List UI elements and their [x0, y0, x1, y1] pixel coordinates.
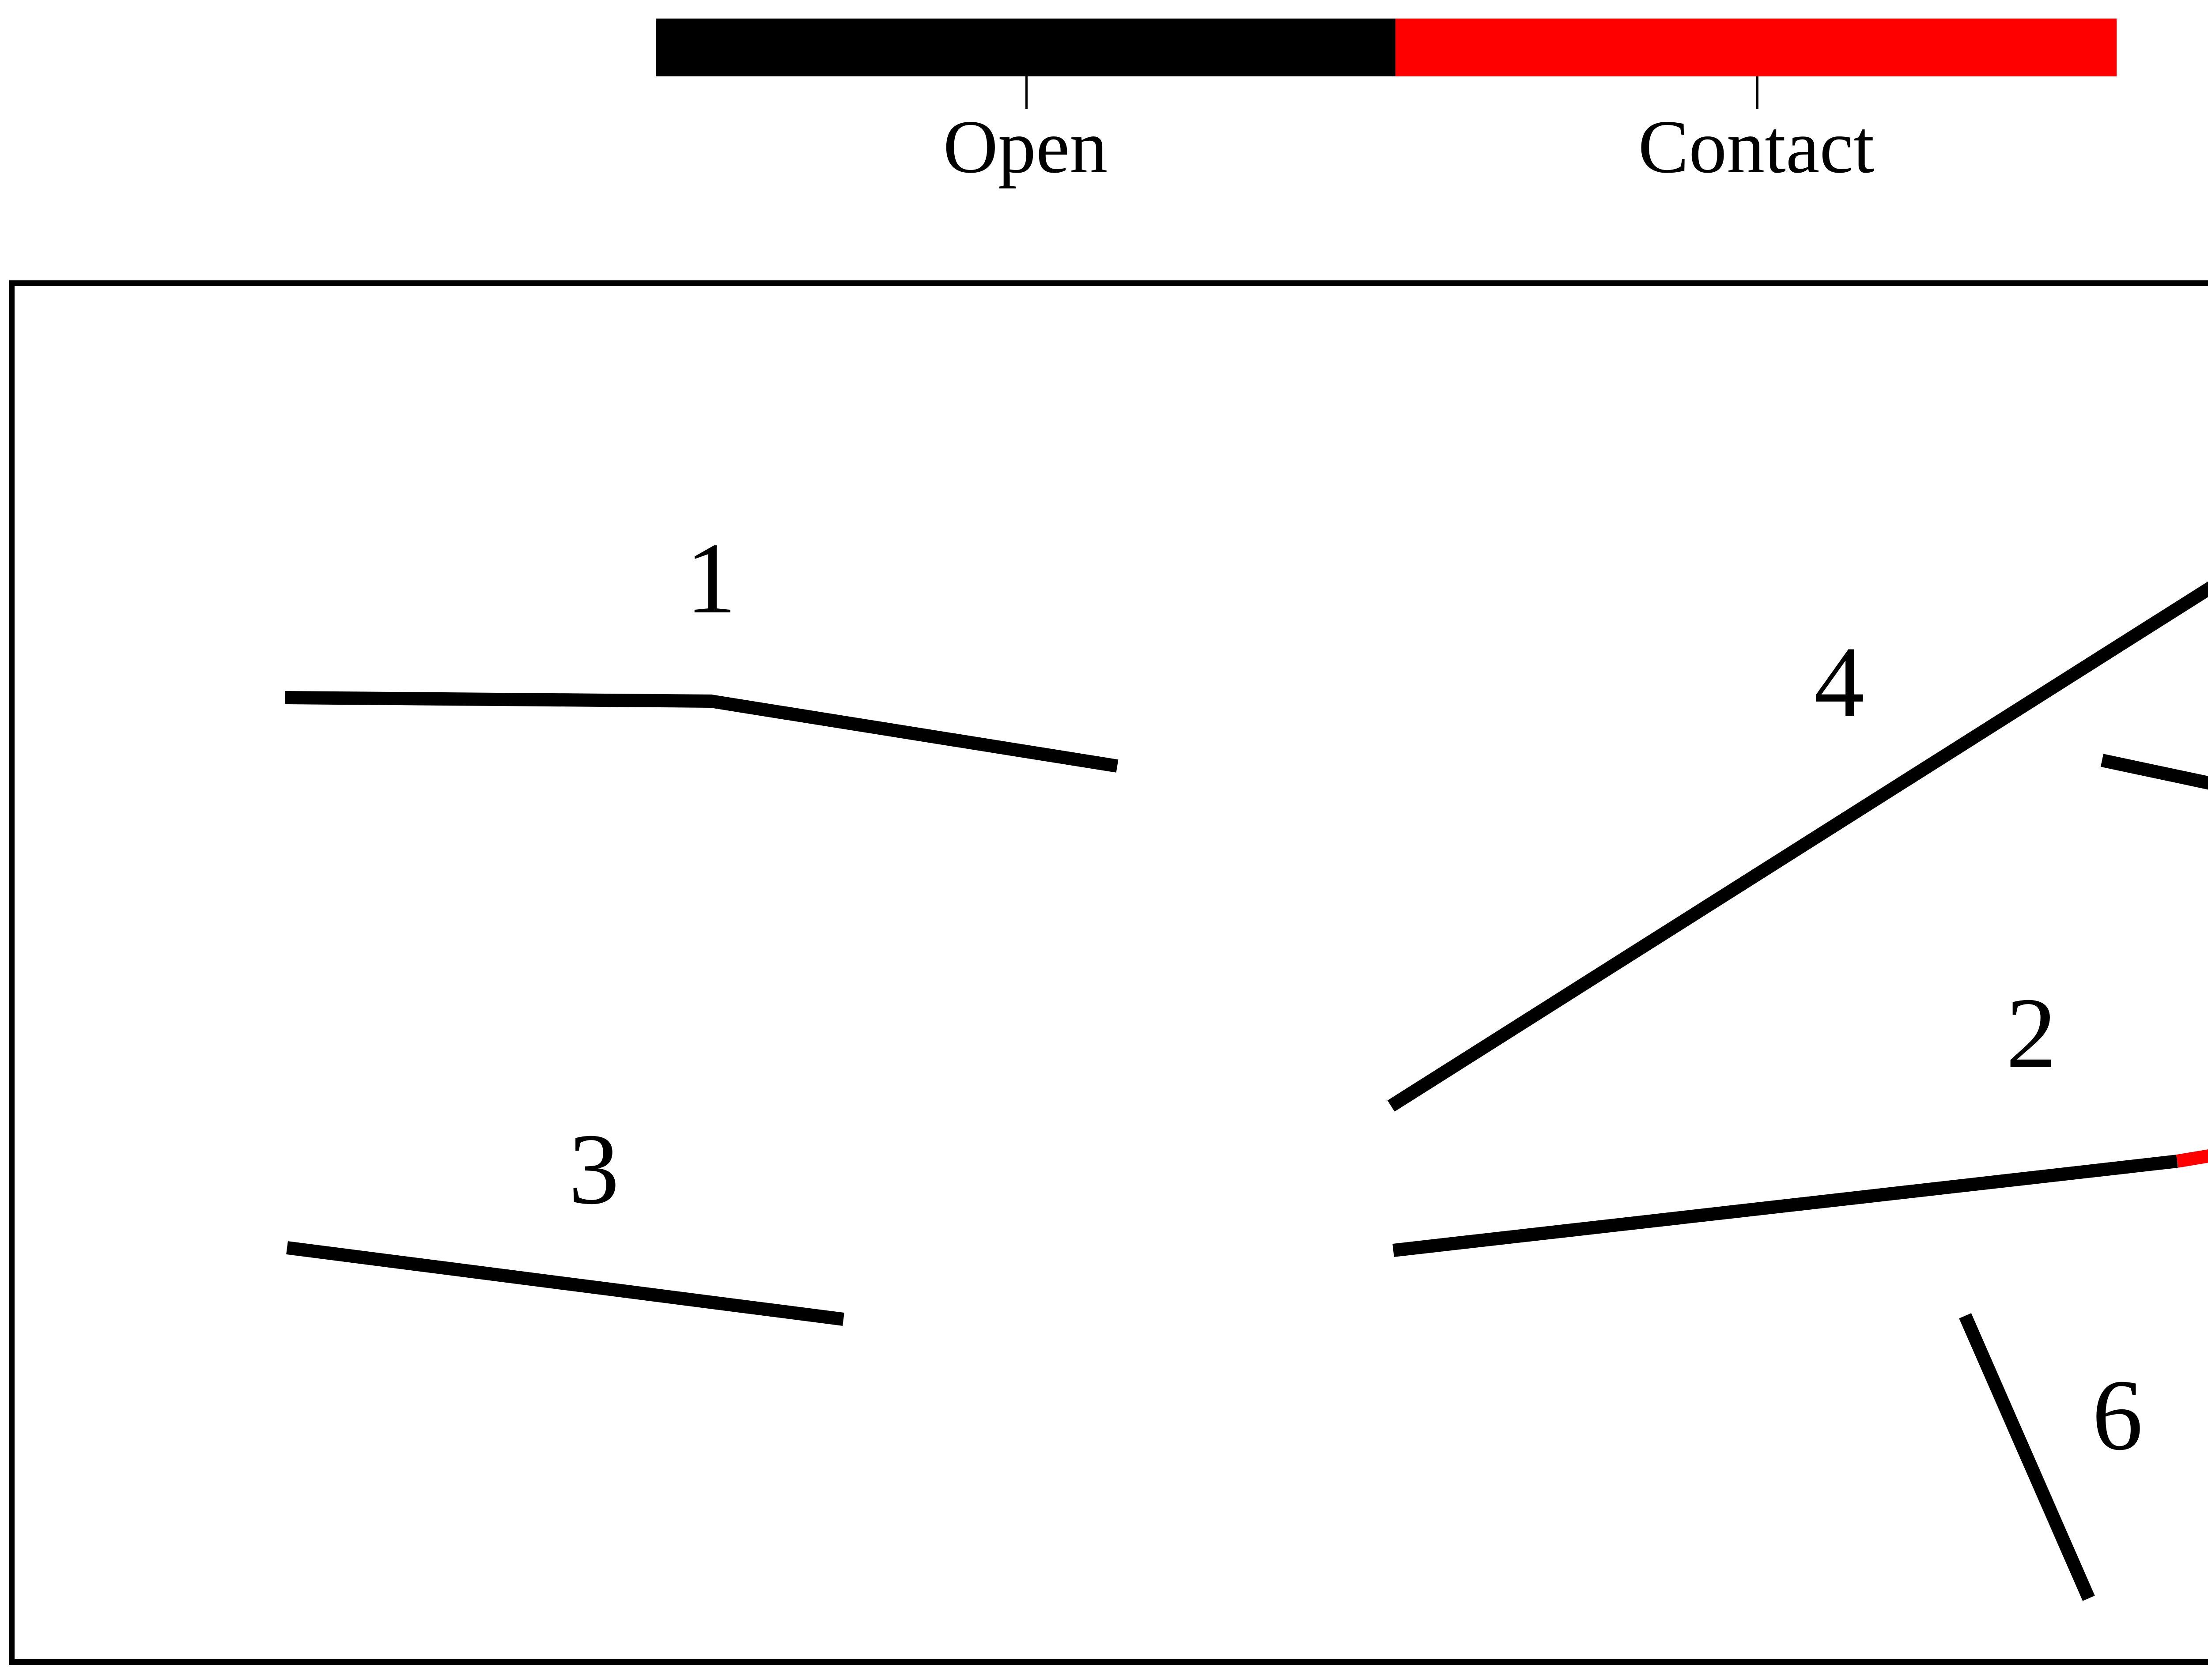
legend-label-open: Open	[943, 105, 1108, 189]
legend-swatch-open[interactable]	[656, 19, 1395, 76]
legend-tick-contact	[1756, 76, 1758, 109]
legend: Open Contact	[656, 19, 2117, 185]
segment-label-3: 3	[568, 1113, 620, 1225]
segment-label-6: 6	[2092, 1359, 2143, 1471]
segment-label-1: 1	[685, 522, 737, 634]
segment-label-4: 4	[1814, 626, 1865, 738]
segment-label-2: 2	[2006, 977, 2057, 1089]
legend-swatch-contact[interactable]	[1395, 19, 2117, 76]
plot-frame	[9, 280, 2208, 1665]
legend-label-contact: Contact	[1638, 105, 1875, 189]
legend-tick-open	[1025, 76, 1028, 109]
